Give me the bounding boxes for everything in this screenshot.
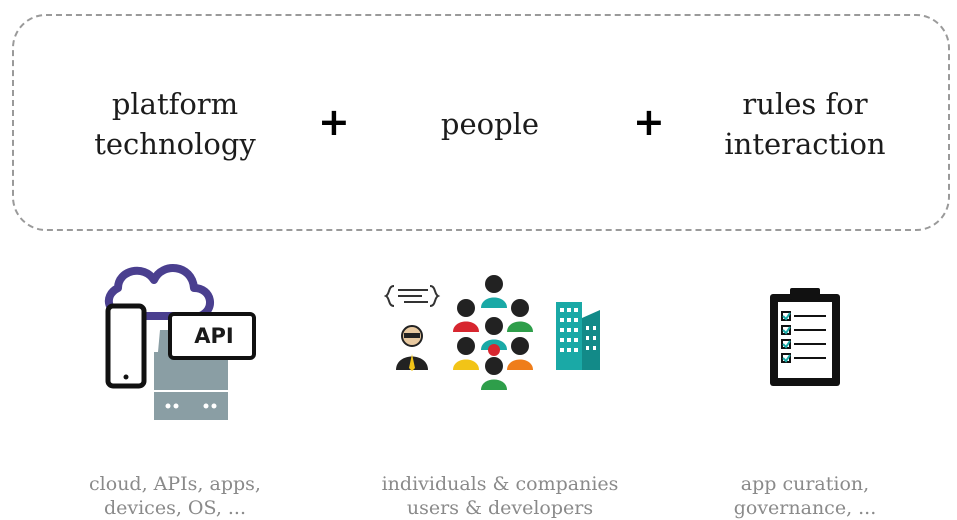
term-platform-line-1: platform — [111, 87, 239, 121]
caption-rules-line-2: governance, ... — [733, 497, 877, 519]
code-bubble-icon — [384, 285, 441, 307]
cloud-icon — [104, 264, 214, 320]
api-badge-icon — [168, 312, 256, 360]
dashed-frame — [12, 14, 950, 231]
plus-operator: + — [318, 100, 350, 144]
caption-platform-line-2: devices, OS, ... — [103, 497, 247, 519]
phone-icon — [105, 303, 147, 389]
caption-people: individuals & companies users & develope… — [350, 472, 650, 520]
api-label: API — [194, 324, 234, 348]
caption-rules-line-1: app curation, — [740, 473, 870, 495]
term-platform-technology: platform technology — [70, 84, 280, 164]
caption-platform: cloud, APIs, apps, devices, OS, ... — [60, 472, 290, 520]
developer-icon — [396, 325, 428, 371]
term-rules-for-interaction: rules for interaction — [700, 84, 910, 164]
people-illustration — [384, 275, 600, 390]
office-building-icon — [556, 302, 600, 370]
clipboard-checklist-icon — [770, 288, 840, 386]
caption-platform-line-1: cloud, APIs, apps, — [89, 473, 261, 495]
people-group-icon — [453, 275, 533, 390]
term-people-label: people — [440, 107, 540, 141]
term-rules-line-2: interaction — [724, 127, 886, 161]
caption-rules: app curation, governance, ... — [690, 472, 920, 520]
term-people: people — [400, 104, 580, 144]
caption-people-line-2: users & developers — [406, 497, 594, 519]
term-platform-line-2: technology — [94, 127, 256, 161]
caption-people-line-1: individuals & companies — [381, 473, 619, 495]
plus-operator: + — [633, 100, 665, 144]
platform-illustration — [104, 264, 256, 420]
term-rules-line-1: rules for — [742, 87, 868, 121]
